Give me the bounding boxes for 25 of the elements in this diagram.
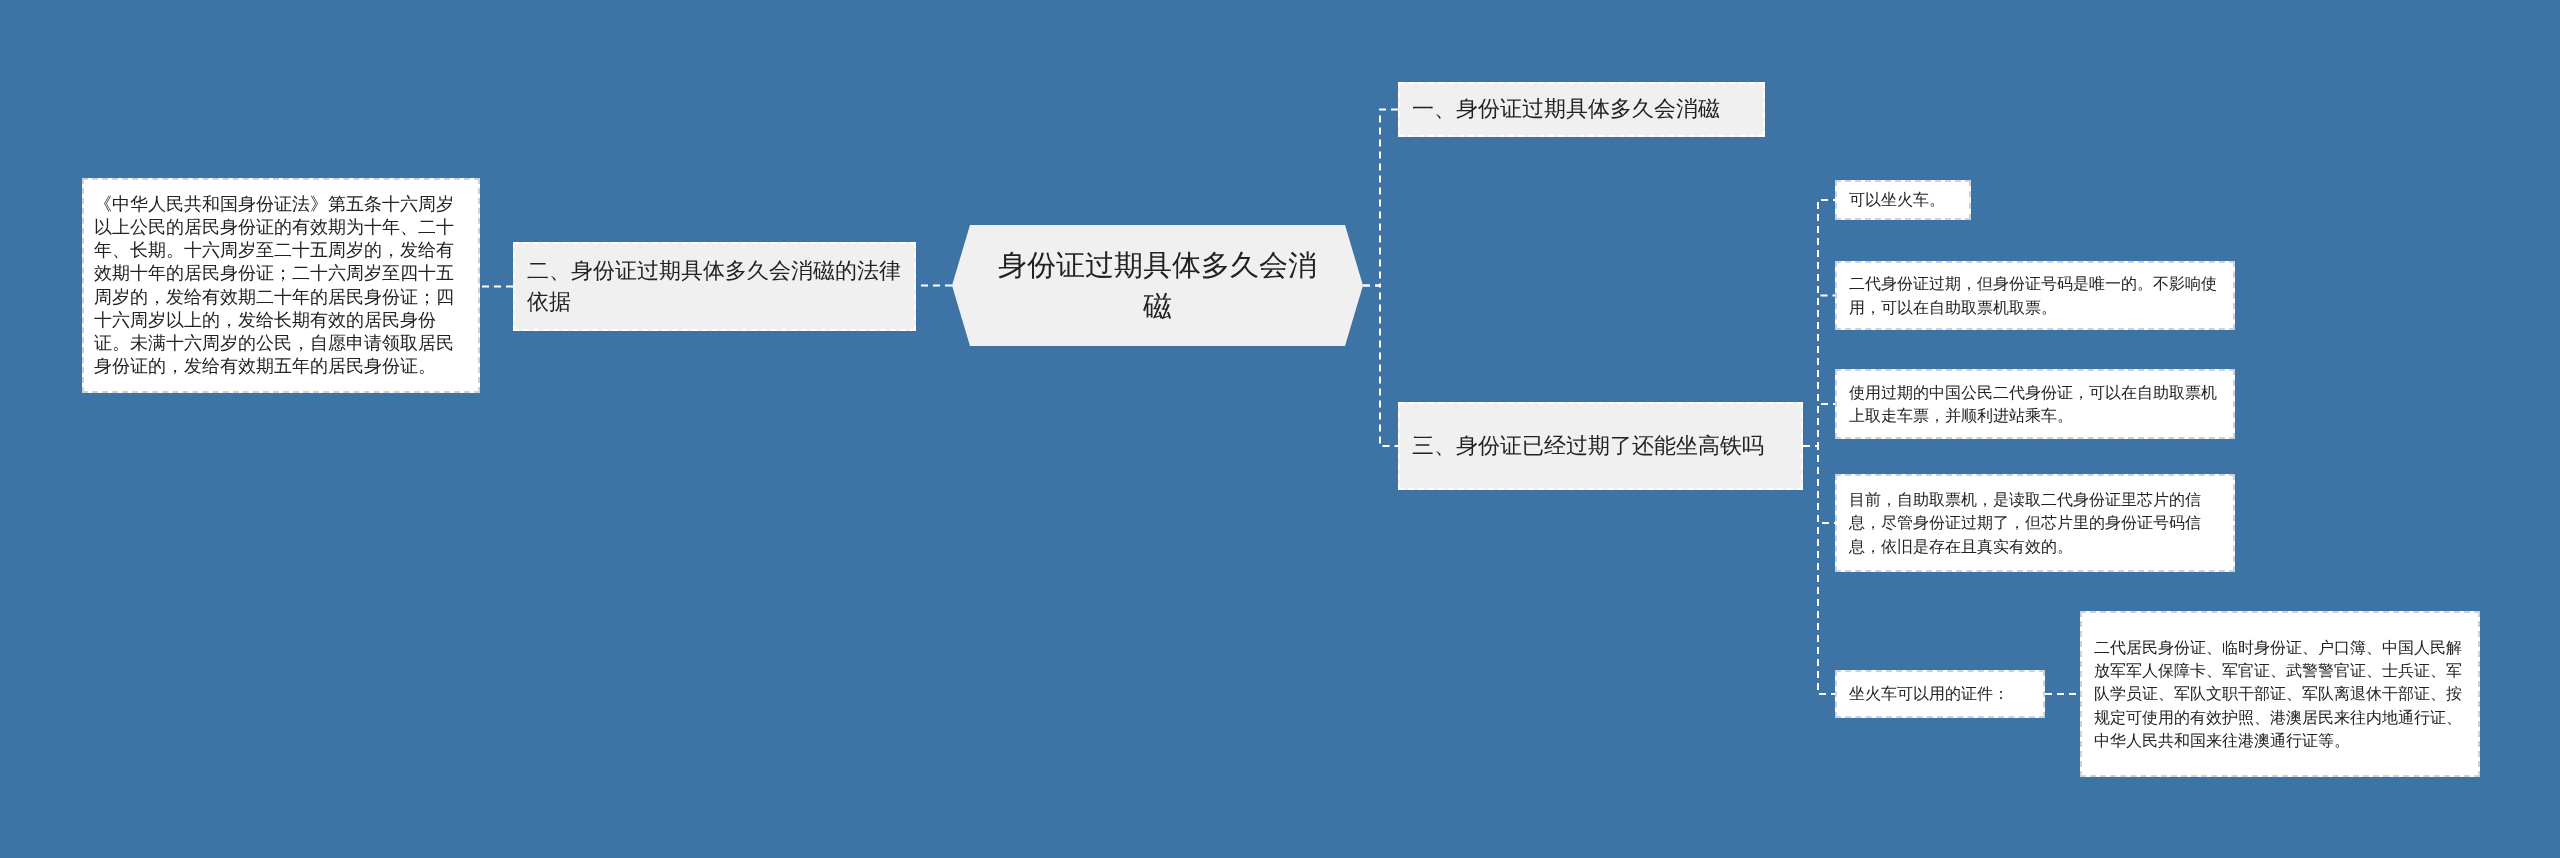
topic-box: [1398, 402, 1803, 490]
note-box: [82, 178, 480, 393]
note-box: [1835, 474, 2235, 572]
connector-line: [1362, 284, 1399, 447]
note-text: 二代身份证过期，但身份证号码是唯一的。不影响使用，可以在自助取票机取票。: [1848, 273, 2218, 319]
note-text: 目前，自助取票机，是读取二代身份证里芯片的信息，尽管身份证过期了，但芯片里的身份证号码信息，依旧是存在且真实有效的。: [1848, 489, 2202, 558]
topic-box: [513, 242, 916, 331]
topic-text: 二、身份证过期具体多久会消磁的法律依据: [526, 256, 902, 316]
topic-text: 身份证过期具体多久会消磁: [997, 246, 1318, 325]
note-text: 二代居民身份证、临时身份证、户口簿、中国人民解放军军人保障卡、军官证、武警警官证、士兵证、军队学员证、军队文职干部证、军队离退休干部证、按规定可使用的有效护照、港澳居民来往内地通行证、中华人民共和国来往港澳通行证等。: [2093, 637, 2463, 752]
note-box: [2080, 611, 2480, 777]
note-box: [1835, 670, 2045, 718]
note-text: 使用过期的中国公民二代身份证，可以在自助取票机上取走车票，并顺利进站乘车。: [1848, 381, 2218, 427]
note-text: 可以坐火车。: [1848, 189, 1946, 212]
topic-text: 三、身份证已经过期了还能坐高铁吗: [1411, 431, 1765, 460]
note-box: [1835, 180, 1971, 220]
connector-line: [479, 285, 514, 288]
note-text: 《中华人民共和国身份证法》第五条十六周岁以上公民的居民身份证的有效期为十年、二十年、长期。十六周岁至二十五周岁的，发给有效期十年的居民身份证；二十六周岁至四十五周岁的，发给有效期二十年的居民身份证；四十六周岁以上的，发给长期有效的居民身份证。未满十六周岁的公民，自愿申请领取居民身份证的，发给有效期五年的居民身份证。: [93, 193, 455, 378]
topic-box: [1398, 82, 1765, 137]
note-box: [1835, 261, 2235, 330]
note-box: [1835, 369, 2235, 439]
note-text: 坐火车可以用的证件：: [1848, 683, 2010, 706]
connector-line: [1802, 445, 1836, 695]
topic-hexagon: [952, 225, 1363, 346]
topic-text: 一、身份证过期具体多久会消磁: [1411, 95, 1721, 124]
